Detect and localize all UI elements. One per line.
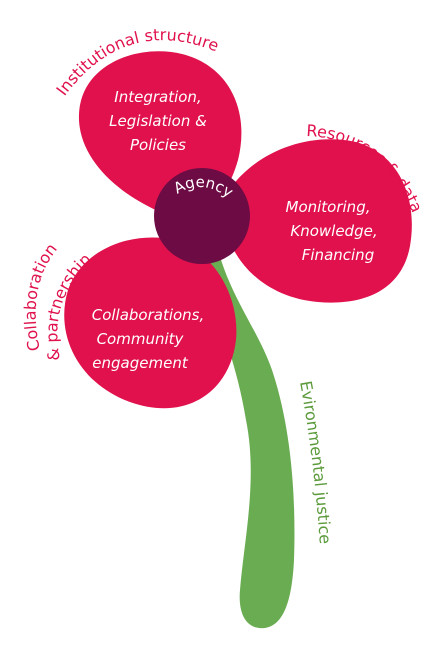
- petal-top-line-3: Policies: [130, 136, 186, 154]
- petal-right: [226, 139, 412, 303]
- petal-top-line-2: Legislation &: [109, 112, 207, 130]
- petal-right-line-2: Knowledge,: [290, 222, 377, 240]
- petal-left: [64, 237, 237, 409]
- petal-right-line-3: Financing: [302, 246, 374, 264]
- center-disc: [154, 168, 250, 264]
- stem: [200, 250, 295, 629]
- petal-top-line-1: Integration,: [114, 88, 201, 106]
- petal-right-line-1: Monitoring,: [286, 198, 371, 216]
- stem-label: Evironmental justice: [296, 379, 335, 544]
- petal-left-line-1: Collaborations,: [92, 306, 205, 324]
- petal-left-line-3: engagement: [92, 354, 189, 372]
- petal-left-line-2: Community: [97, 330, 185, 348]
